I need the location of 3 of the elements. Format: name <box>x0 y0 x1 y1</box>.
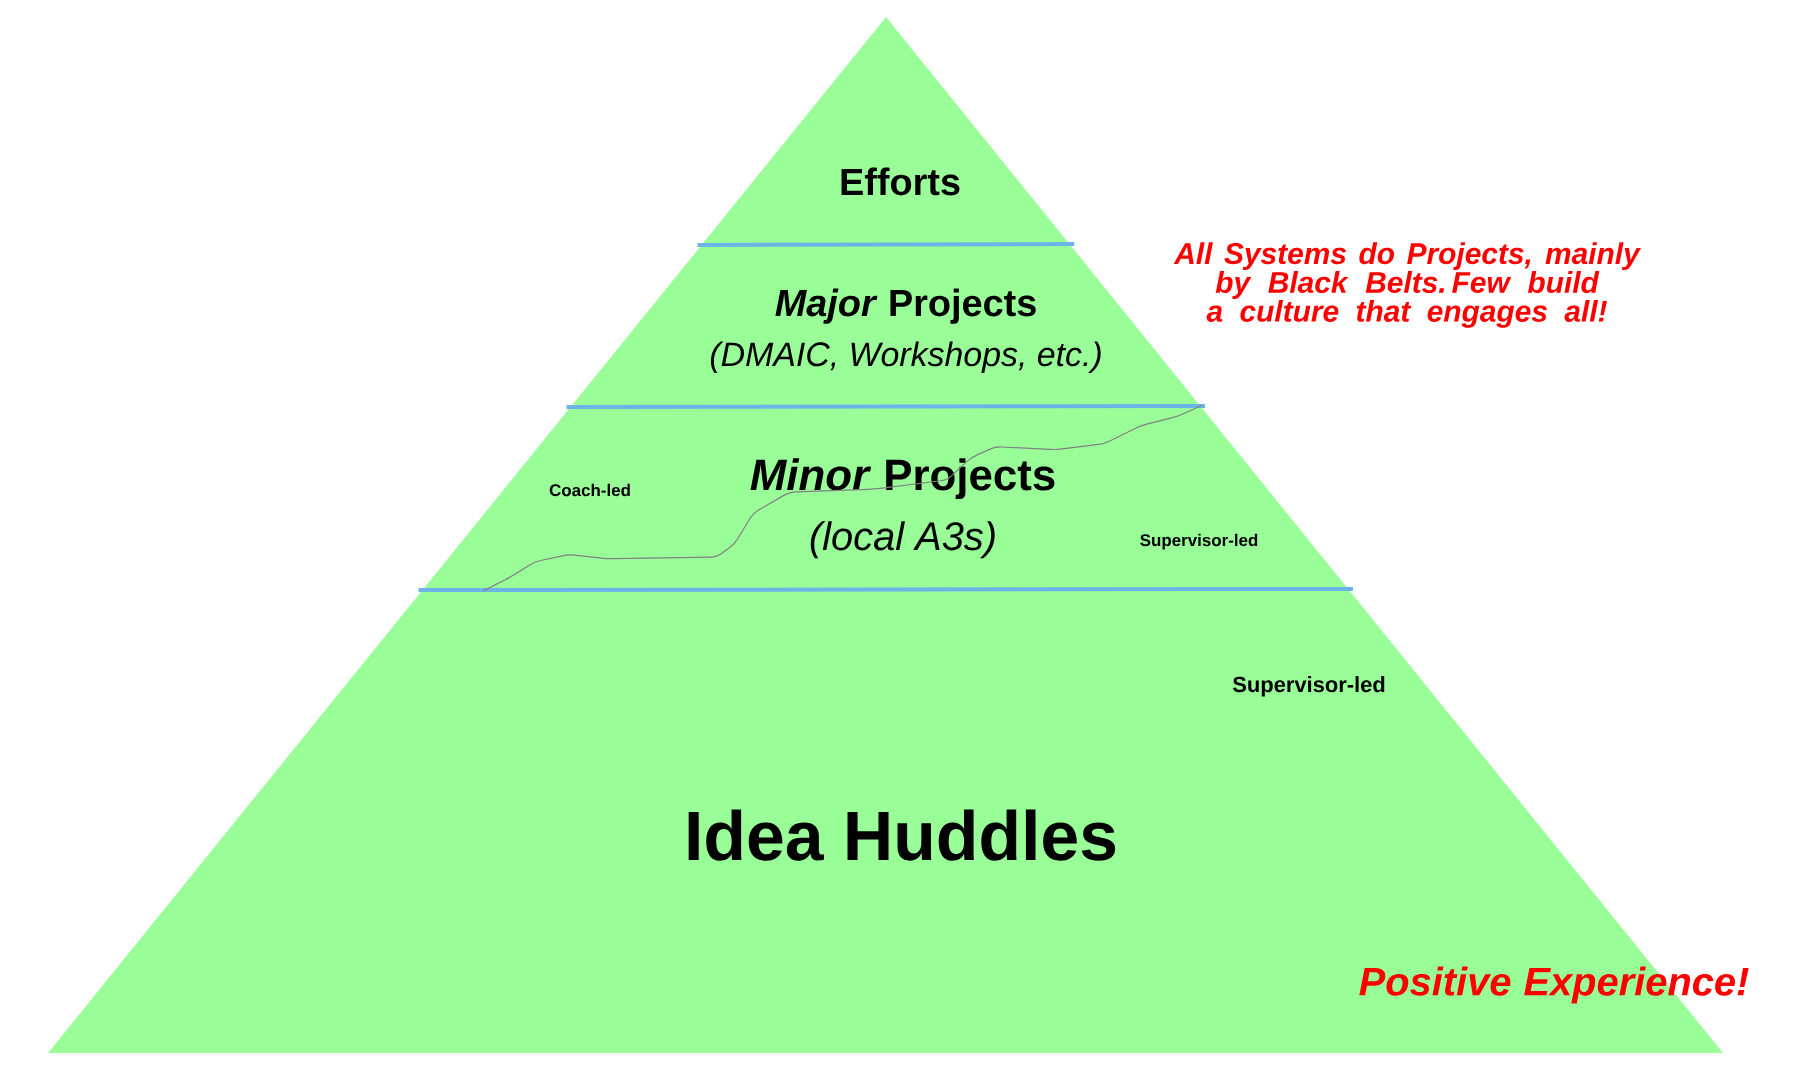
pyramid-layer: Coach-led Minor Projects (local A3s) Supervisor-led <box>422 407 1349 590</box>
note-text: Positive Experience! <box>1359 966 1749 1004</box>
pyramid-layer: Efforts <box>701 17 1071 245</box>
